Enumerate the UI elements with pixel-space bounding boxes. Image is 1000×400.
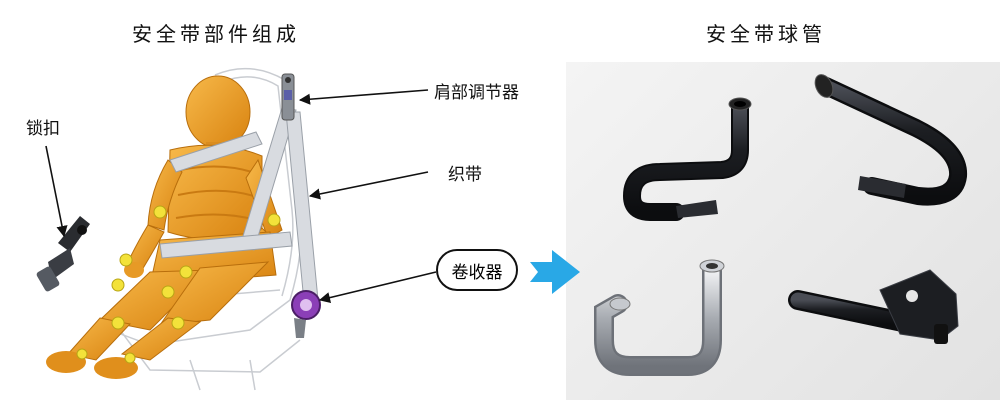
tube-black-top-right <box>814 74 968 206</box>
buckle <box>36 216 90 292</box>
arrow-retractor <box>318 271 437 304</box>
tube-photo-panel <box>566 62 1000 400</box>
tube-black-top-left <box>622 97 752 221</box>
retractor <box>291 290 321 338</box>
buckle-label: 锁扣 <box>26 119 60 139</box>
retractor-label-text: 卷收器 <box>451 262 503 283</box>
tube-silver-bottom-left <box>594 259 725 376</box>
dummy-right-thigh <box>158 261 270 326</box>
dummy-left-foot <box>46 351 86 373</box>
right-arrow-icon <box>530 250 580 294</box>
crash-test-dummy <box>46 75 283 379</box>
callout-arrows <box>45 89 437 304</box>
arrow-buckle <box>45 145 68 238</box>
components-title: 安全带部件组成 <box>132 22 300 46</box>
tube-black-bottom-right <box>788 269 959 344</box>
webbing-belt <box>159 107 319 303</box>
tubes-title: 安全带球管 <box>706 22 826 46</box>
arrow-webbing <box>308 171 429 200</box>
shoulder-adjuster <box>281 73 295 121</box>
webbing-label: 织带 <box>448 165 482 185</box>
retractor-label: 卷收器 <box>436 249 518 291</box>
arrow-shoulder-adjuster <box>298 89 429 105</box>
shoulder-adjuster-label: 肩部调节器 <box>434 83 519 103</box>
